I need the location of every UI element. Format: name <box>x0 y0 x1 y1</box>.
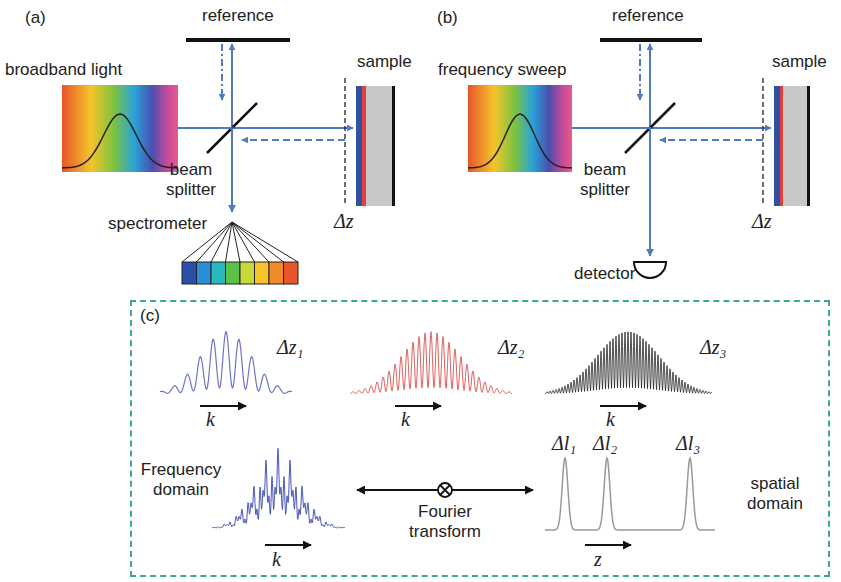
panel-letter: (b) <box>437 8 458 28</box>
peak-label: Δl₃ <box>676 432 700 455</box>
detector-symbol <box>634 262 666 278</box>
sensor-cell <box>226 262 241 284</box>
sensor-cell <box>182 262 197 284</box>
sample-layer <box>783 86 807 206</box>
return-beam <box>242 139 345 141</box>
light-source: broadband light <box>5 60 178 172</box>
node-label: spectrometer <box>108 214 207 234</box>
gaussian-curve <box>62 85 178 172</box>
sensor-cell <box>284 262 299 284</box>
node-label: broadband light <box>5 60 122 80</box>
sample-layer <box>356 86 362 206</box>
gaussian-curve <box>62 114 178 168</box>
axis-label: k <box>206 408 215 431</box>
sample-layer <box>366 86 392 206</box>
gaussian-curve <box>468 114 572 168</box>
beam <box>232 127 353 129</box>
dispersed-ray <box>226 222 233 262</box>
beam <box>231 44 233 128</box>
axis-label: k <box>401 408 410 431</box>
beam <box>649 44 651 128</box>
sample-layer <box>774 86 780 206</box>
spectrum-box <box>468 85 572 172</box>
dimension: Δz₁ <box>277 336 303 359</box>
sample-layer <box>780 86 783 206</box>
plots <box>160 332 715 545</box>
axis-label: k <box>606 408 615 431</box>
part-label: reference <box>202 6 274 26</box>
spectrum-box <box>62 85 178 172</box>
dashed-plane <box>344 78 345 205</box>
axis-title: Fourier transform <box>395 502 495 541</box>
interference-signal <box>160 332 292 394</box>
sample-layer <box>362 86 366 206</box>
otimes-symbol <box>438 483 452 497</box>
dimension: Δz₃ <box>700 336 726 359</box>
dispersed-ray <box>232 222 240 262</box>
dispersed-ray <box>232 222 284 262</box>
gaussian-curve <box>468 85 572 172</box>
reference-mirror <box>600 38 702 42</box>
part-label: sample <box>772 52 827 72</box>
panel-letter: (a) <box>25 8 46 28</box>
light-source: frequency sweep <box>438 60 572 172</box>
part-label: beam splitter <box>160 160 222 199</box>
k-axis-arrow <box>265 544 311 546</box>
sensor-cell <box>269 262 284 284</box>
beam-connector <box>572 128 650 256</box>
sensor-cell <box>197 262 212 284</box>
panel-label: (c) <box>140 306 160 326</box>
sensor-cell <box>240 262 255 284</box>
reference-mirror <box>186 38 290 42</box>
sample-layer <box>392 86 395 206</box>
z-axis-arrow <box>585 544 631 546</box>
sample-layer <box>807 86 810 206</box>
dimension: Δz <box>752 210 772 233</box>
spectrometer: spectrometer <box>100 212 330 292</box>
k-axis-arrow <box>600 405 646 407</box>
dashed-plane <box>762 78 763 205</box>
interference-signal <box>350 332 512 394</box>
return-beam <box>221 44 223 100</box>
interference-signal <box>545 332 712 394</box>
combined-signal <box>212 448 345 528</box>
peak-label: Δl₂ <box>593 432 617 455</box>
dimension: Δz <box>334 210 354 233</box>
k-axis-arrow <box>395 405 441 407</box>
depth-peaks <box>545 458 715 530</box>
part-label: reference <box>612 6 684 26</box>
setup-b <box>600 40 810 278</box>
dispersed-ray <box>232 222 269 262</box>
dimension: Δz₂ <box>498 336 524 359</box>
beam <box>650 127 771 129</box>
axis-title: Frequency domain <box>138 460 224 499</box>
part-label: sample <box>357 52 412 72</box>
dispersed-ray <box>211 222 232 262</box>
axis-title: spatial domain <box>735 474 815 513</box>
k-axis-arrow <box>200 405 246 407</box>
sensor-cell <box>255 262 270 284</box>
detector: detector <box>570 256 674 296</box>
node-label: frequency sweep <box>438 60 567 80</box>
axis-label: k <box>272 548 281 571</box>
peak-label: Δl₁ <box>552 432 576 455</box>
part-label: beam splitter <box>574 160 636 199</box>
axis-label: z <box>594 548 602 571</box>
return-beam <box>639 44 641 100</box>
otimes-symbol <box>440 485 450 495</box>
sensor-cell <box>211 262 226 284</box>
setup-a <box>182 40 395 284</box>
dispersed-ray <box>232 222 298 262</box>
node-label: detector <box>574 264 635 284</box>
return-beam <box>660 139 763 141</box>
